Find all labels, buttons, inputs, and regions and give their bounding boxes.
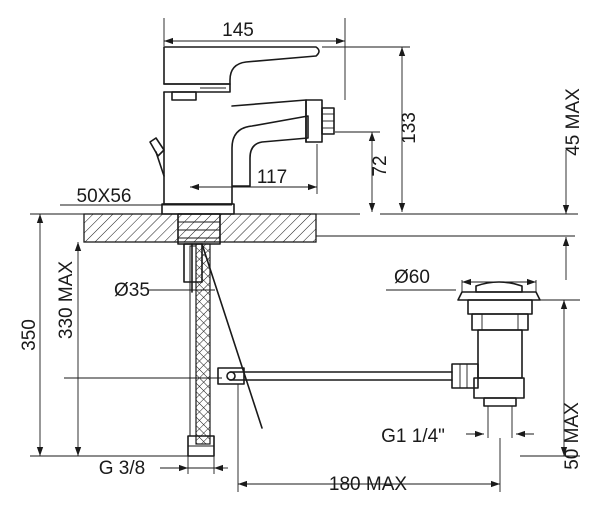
popup-linkage: [201, 243, 453, 429]
popup-knob: [149, 137, 165, 157]
dimension-lines: [30, 18, 580, 492]
dim-180max-label: 180 MAX: [329, 474, 407, 495]
dimension-labels: 145 133 72 117 50X56 45 MAX Ø35 350 330 …: [19, 20, 584, 495]
waste-flange: [457, 291, 541, 301]
spout-body: [163, 91, 309, 205]
dim-d35-label: Ø35: [114, 280, 150, 301]
counter-section: [83, 213, 317, 243]
dim-d60-label: Ø60: [394, 267, 430, 288]
dim-50x56-label: 50X56: [77, 186, 132, 207]
waste-valve: [451, 281, 541, 438]
dim-350-label: 350: [19, 319, 40, 351]
linkage-clip: [217, 367, 245, 385]
dim-50max-label: 50 MAX: [562, 402, 583, 470]
dim-330max-label: 330 MAX: [56, 261, 77, 339]
flexible-hose: [195, 243, 211, 445]
lever-cap: [171, 91, 197, 101]
waste-side-port: [451, 363, 479, 389]
faucet-body: [149, 46, 335, 215]
lever-collar: [163, 83, 231, 93]
dim-g38-label: G 3/8: [99, 458, 145, 479]
base-plate: [161, 203, 235, 215]
dim-133-label: 133: [399, 112, 420, 144]
dim-117-label: 117: [257, 167, 287, 188]
counter-slab: [40, 213, 575, 243]
dim-45max-label: 45 MAX: [563, 88, 584, 156]
dim-g114-label: G1 1/4": [381, 426, 445, 447]
lever-handle: [163, 46, 320, 85]
spout-nozzle: [305, 99, 323, 143]
popup-cap: [475, 281, 523, 293]
waste-body: [477, 329, 523, 379]
dim-72-label: 72: [370, 155, 391, 176]
dim-145-label: 145: [222, 20, 254, 41]
shank-assembly: [177, 213, 221, 457]
